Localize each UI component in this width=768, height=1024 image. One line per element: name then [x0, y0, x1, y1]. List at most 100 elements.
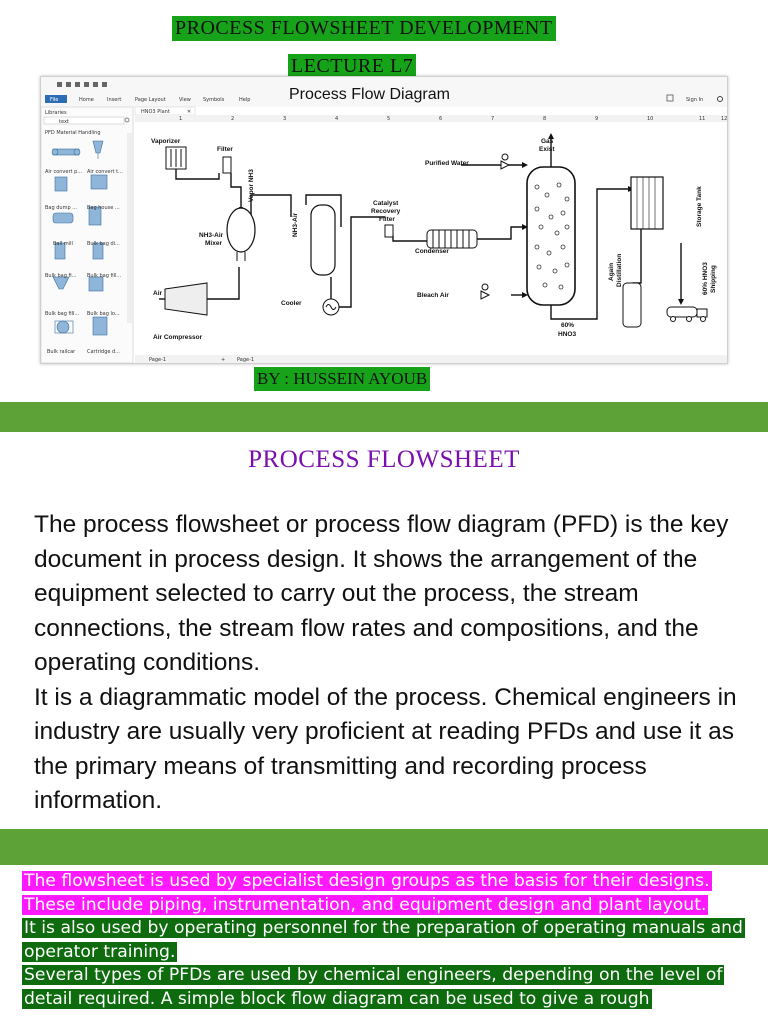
filter-vessel — [222, 156, 232, 174]
label-air: Air — [153, 290, 163, 297]
label-nh3-air: NH3-Air — [292, 212, 299, 237]
highlighted-notes: The flowsheet is used by specialist desi… — [22, 870, 766, 1011]
menu-view[interactable]: View — [179, 97, 191, 103]
label-catalyst-2: Recovery — [371, 208, 401, 215]
section-heading: Process Flowsheet — [248, 446, 520, 473]
menu-home[interactable]: Home — [79, 97, 94, 103]
storage-tank — [630, 176, 664, 230]
horizontal-ruler — [135, 115, 727, 122]
mixer-legs — [236, 252, 246, 261]
sign-in-link[interactable]: Sign In — [686, 97, 703, 103]
library-search-input[interactable] — [43, 116, 125, 125]
label-filter: Filter — [217, 146, 233, 153]
label-again-distillation-2: Distillation — [616, 254, 623, 287]
quick-access-toolbar — [57, 82, 107, 87]
share-icon[interactable] — [666, 94, 674, 102]
svg-text:1: 1 — [179, 116, 182, 122]
library-item-8[interactable]: Bulk bag fill... — [87, 273, 122, 279]
vaporizer — [165, 146, 187, 170]
library-item-7[interactable]: Bulk bag fi... — [45, 273, 77, 279]
page-tab-right[interactable]: Page-1 — [237, 357, 254, 363]
library-icons[interactable] — [51, 140, 108, 336]
svg-text:9: 9 — [595, 116, 598, 122]
svg-text:11: 11 — [699, 116, 705, 122]
label-shipping-2: Shipping — [710, 265, 717, 293]
svg-text:12: 12 — [721, 116, 727, 122]
search-icon[interactable] — [124, 117, 130, 123]
library-item-6[interactable]: Bulk bag di... — [87, 241, 120, 247]
library-item-12[interactable]: Cartridge d... — [87, 349, 120, 355]
bleach-valve-icon — [480, 290, 491, 300]
label-storage-tank: Storage Tank — [696, 186, 703, 227]
page-tab-left[interactable]: Page-1 — [149, 357, 166, 363]
label-hno3-2: HNO3 — [558, 331, 576, 338]
library-item-10[interactable]: Bulk bag lo... — [87, 311, 120, 317]
library-search-value: text — [59, 119, 69, 125]
menu-page-layout[interactable]: Page Layout — [135, 97, 166, 103]
menu-help[interactable]: Help — [239, 97, 250, 103]
svg-text:8: 8 — [543, 116, 546, 122]
label-catalyst-1: Catalyst — [373, 200, 399, 207]
library-item-1[interactable]: Air convert p... — [45, 169, 82, 175]
library-item-2[interactable]: Air convert t... — [87, 169, 123, 175]
ruler-numbers: 1 2 3 4 5 6 7 8 9 10 11 12 — [179, 116, 727, 122]
library-item-3[interactable]: Bag dump ... — [45, 205, 77, 211]
label-catalyst-3: Filter — [379, 216, 395, 223]
label-vaporizer: Vaporizer — [151, 138, 181, 145]
cooler-coil — [325, 304, 337, 310]
note-green-2: Several types of PFDs are used by chemic… — [22, 965, 725, 1009]
svg-text:5: 5 — [387, 116, 390, 122]
menu-file[interactable]: File — [50, 97, 58, 103]
label-condenser: Condenser — [415, 248, 449, 255]
library-item-11[interactable]: Bulk railcar — [47, 349, 76, 355]
svg-text:7: 7 — [491, 116, 494, 122]
pfd-screenshot-canvas: File Home Insert Page Layout View Symbol… — [41, 77, 727, 363]
label-mixer-line1: NH3-Air — [199, 232, 224, 239]
air-compressor — [164, 282, 208, 316]
water-valve-icon — [500, 160, 511, 170]
menu-insert[interactable]: Insert — [107, 97, 121, 103]
panel-scrollbar[interactable] — [127, 133, 132, 323]
svg-text:6: 6 — [439, 116, 442, 122]
distillation-unit — [622, 282, 642, 328]
menu-symbols[interactable]: Symbols — [203, 97, 225, 103]
library-item-9[interactable]: Bulk bag fill... — [45, 311, 80, 317]
diagram-title: Process Flow Diagram — [289, 86, 450, 103]
label-gas-exist-2: Exist — [539, 146, 555, 153]
catalyst-filter — [384, 224, 394, 238]
tank-ribs — [636, 177, 656, 229]
nh3-air-mixer — [226, 207, 256, 253]
library-item-5[interactable]: Ball mill — [53, 241, 73, 247]
label-cooler: Cooler — [281, 300, 302, 307]
label-purified-water: Purified Water — [425, 160, 469, 167]
column-packing — [534, 182, 570, 290]
ribbon-bar — [41, 77, 727, 107]
file-menu[interactable] — [45, 95, 67, 103]
label-gas-exist-1: Gas — [541, 138, 554, 145]
body-paragraph-2: It is a diagrammatic model of the proces… — [34, 683, 737, 815]
lecture-number: Lecture L7 — [288, 54, 417, 79]
add-page-icon[interactable]: + — [221, 357, 225, 363]
library-item-4[interactable]: Bag house ... — [87, 205, 120, 211]
settings-icon[interactable] — [717, 96, 723, 102]
label-shipping-1: 60% HNO3 — [702, 262, 709, 295]
document-tab-label: HNO3 Plant — [141, 109, 170, 115]
libraries-label: Libraries — [45, 110, 67, 116]
pfd-software-screenshot: File Home Insert Page Layout View Symbol… — [40, 76, 728, 364]
body-paragraph-1: The process flowsheet or process flow di… — [34, 511, 729, 676]
bleach-valve-actuator — [481, 283, 489, 291]
reactor-column — [310, 204, 336, 276]
note-pink: The flowsheet is used by specialist desi… — [22, 871, 712, 915]
section-body: The process flowsheet or process flow di… — [34, 508, 754, 819]
slide-divider-top — [0, 402, 768, 432]
svg-text:2: 2 — [231, 116, 234, 122]
lecture-title: Process Flowsheet Development — [172, 16, 556, 41]
note-green-1: It is also used by operating personnel f… — [22, 918, 745, 962]
label-air-compressor: Air Compressor — [153, 334, 203, 341]
absorption-column — [526, 166, 576, 306]
label-vapor-nh3: Vapor NH3 — [248, 169, 255, 202]
label-hno3-1: 60% — [561, 322, 574, 329]
label-again-distillation-1: Again — [608, 263, 615, 281]
close-tab-icon[interactable]: ✕ — [187, 109, 191, 115]
library-header[interactable]: PFD Material Handling — [45, 130, 101, 136]
